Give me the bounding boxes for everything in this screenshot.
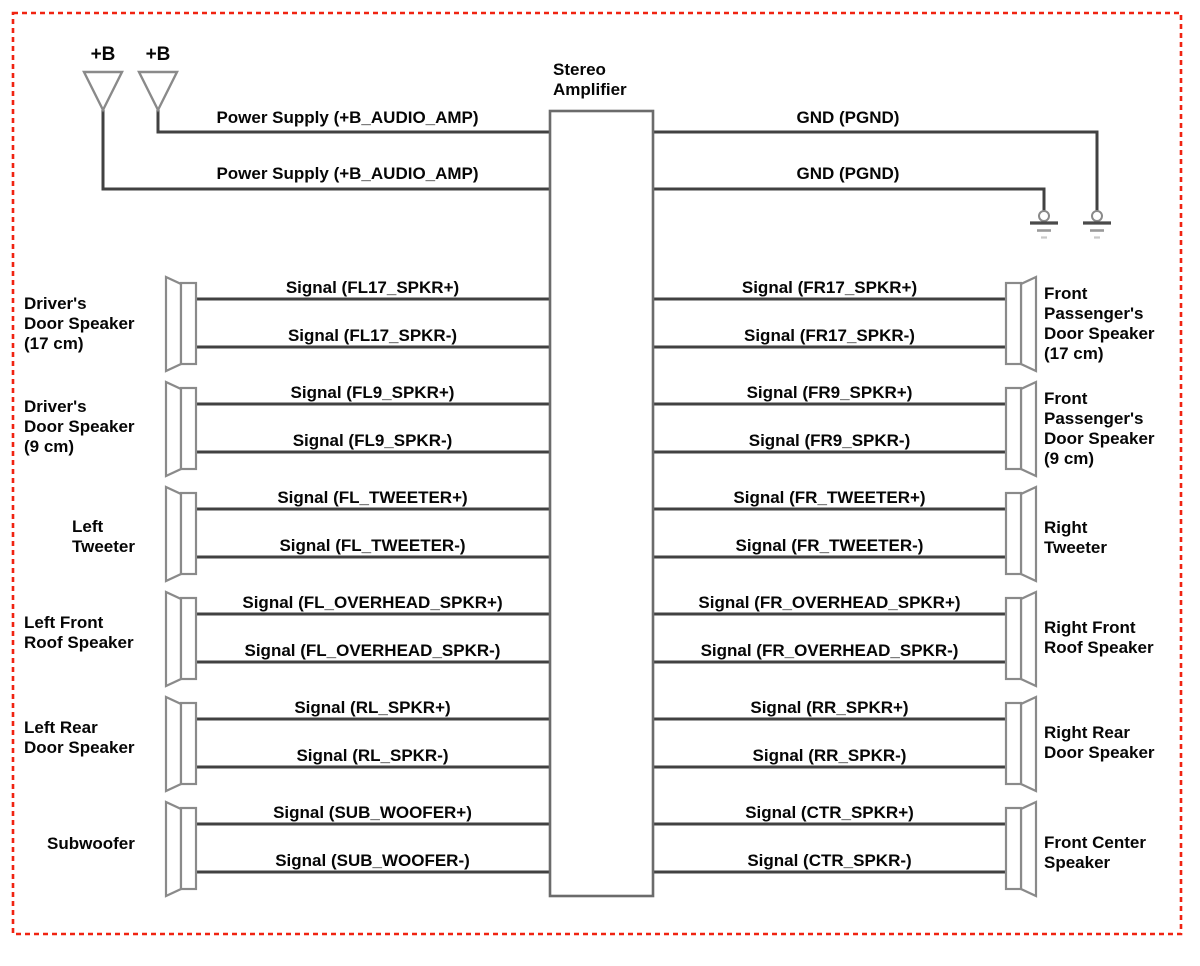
signal-label: Signal (FR9_SPKR-): [748, 431, 911, 450]
ground-wire-1: [653, 130, 1099, 211]
ground-wire-label: GND (PGND): [796, 164, 900, 183]
speaker-icon-left-tweeter: [164, 485, 198, 583]
speaker-icon-right-front-roof: [1004, 590, 1038, 688]
signal-label: Signal (FR17_SPKR-): [744, 326, 915, 345]
speaker-name-right: Right Front Roof Speaker: [1044, 618, 1154, 657]
signal-label: Signal (RR_SPKR+): [750, 698, 909, 717]
signal-label: Signal (RL_SPKR-): [296, 746, 449, 765]
signal-label: Signal (FL_OVERHEAD_SPKR-): [244, 641, 501, 660]
speaker-name-left: Subwoofer: [47, 834, 135, 853]
signal-label: Signal (FR_TWEETER+): [733, 488, 926, 507]
signal-label: Signal (FL17_SPKR-): [287, 326, 458, 345]
speaker-name-left: Left Rear Door Speaker: [24, 718, 135, 757]
signal-label: Signal (FL9_SPKR+): [290, 383, 455, 402]
speaker-name-left: Driver's Door Speaker (9 cm): [24, 397, 135, 456]
speaker-icon-right-rear-door: [1004, 695, 1038, 793]
speaker-name-left: Left Front Roof Speaker: [24, 613, 134, 652]
battery-terminal-label: +B: [145, 44, 171, 65]
signal-label: Signal (FL17_SPKR+): [285, 278, 460, 297]
battery-terminal-icon: [82, 70, 124, 113]
stereo-amplifier-box: [548, 109, 655, 898]
signal-label: Signal (RR_SPKR-): [752, 746, 907, 765]
signal-label: Signal (FL_OVERHEAD_SPKR+): [242, 593, 503, 612]
speaker-name-right: Front Passenger's Door Speaker (17 cm): [1044, 284, 1155, 363]
battery-wire-1: [156, 108, 550, 134]
battery-wire-2: [101, 108, 550, 191]
signal-label: Signal (SUB_WOOFER+): [273, 803, 472, 822]
signal-label: Signal (FR_TWEETER-): [735, 536, 924, 555]
speaker-icon-right-tweeter: [1004, 485, 1038, 583]
speaker-icon-left-rear-door: [164, 695, 198, 793]
signal-label: Signal (FL_TWEETER+): [277, 488, 468, 507]
speaker-name-right: Right Tweeter: [1044, 518, 1107, 557]
battery-terminal-label: +B: [90, 44, 116, 65]
ground-wire-label: GND (PGND): [796, 108, 900, 127]
signal-label: Signal (FL_TWEETER-): [279, 536, 466, 555]
signal-label: Signal (FR9_SPKR+): [746, 383, 913, 402]
signal-label: Signal (CTR_SPKR-): [747, 851, 912, 870]
frame-border: [11, 11, 1183, 936]
speaker-icon-drivers-door-9: [164, 380, 198, 478]
speaker-icon-front-center: [1004, 800, 1038, 898]
signal-label: Signal (SUB_WOOFER-): [275, 851, 470, 870]
signal-label: Signal (CTR_SPKR+): [745, 803, 914, 822]
power-supply-wire-label: Power Supply (+B_AUDIO_AMP): [216, 108, 479, 127]
ground-wire-2: [653, 187, 1046, 211]
speaker-icon-front-passenger-door-17: [1004, 275, 1038, 373]
amplifier-title: Stereo Amplifier: [553, 60, 627, 99]
speaker-icon-subwoofer: [164, 800, 198, 898]
battery-terminal-icon: [137, 70, 179, 113]
speaker-icon-front-passenger-door-9: [1004, 380, 1038, 478]
ground-symbol: [1083, 210, 1111, 239]
speaker-icon-drivers-door-17: [164, 275, 198, 373]
speaker-name-right: Front Passenger's Door Speaker (9 cm): [1044, 389, 1155, 468]
signal-label: Signal (RL_SPKR+): [294, 698, 451, 717]
ground-symbol: [1030, 210, 1058, 239]
speaker-name-left: Left Tweeter: [72, 517, 135, 556]
speaker-name-right: Front Center Speaker: [1044, 833, 1146, 872]
speaker-icon-left-front-roof: [164, 590, 198, 688]
signal-label: Signal (FR17_SPKR+): [741, 278, 918, 297]
power-supply-wire-label: Power Supply (+B_AUDIO_AMP): [216, 164, 479, 183]
signal-label: Signal (FR_OVERHEAD_SPKR-): [700, 641, 959, 660]
speaker-name-left: Driver's Door Speaker (17 cm): [24, 294, 135, 353]
signal-label: Signal (FL9_SPKR-): [292, 431, 453, 450]
signal-label: Signal (FR_OVERHEAD_SPKR+): [698, 593, 961, 612]
speaker-name-right: Right Rear Door Speaker: [1044, 723, 1155, 762]
